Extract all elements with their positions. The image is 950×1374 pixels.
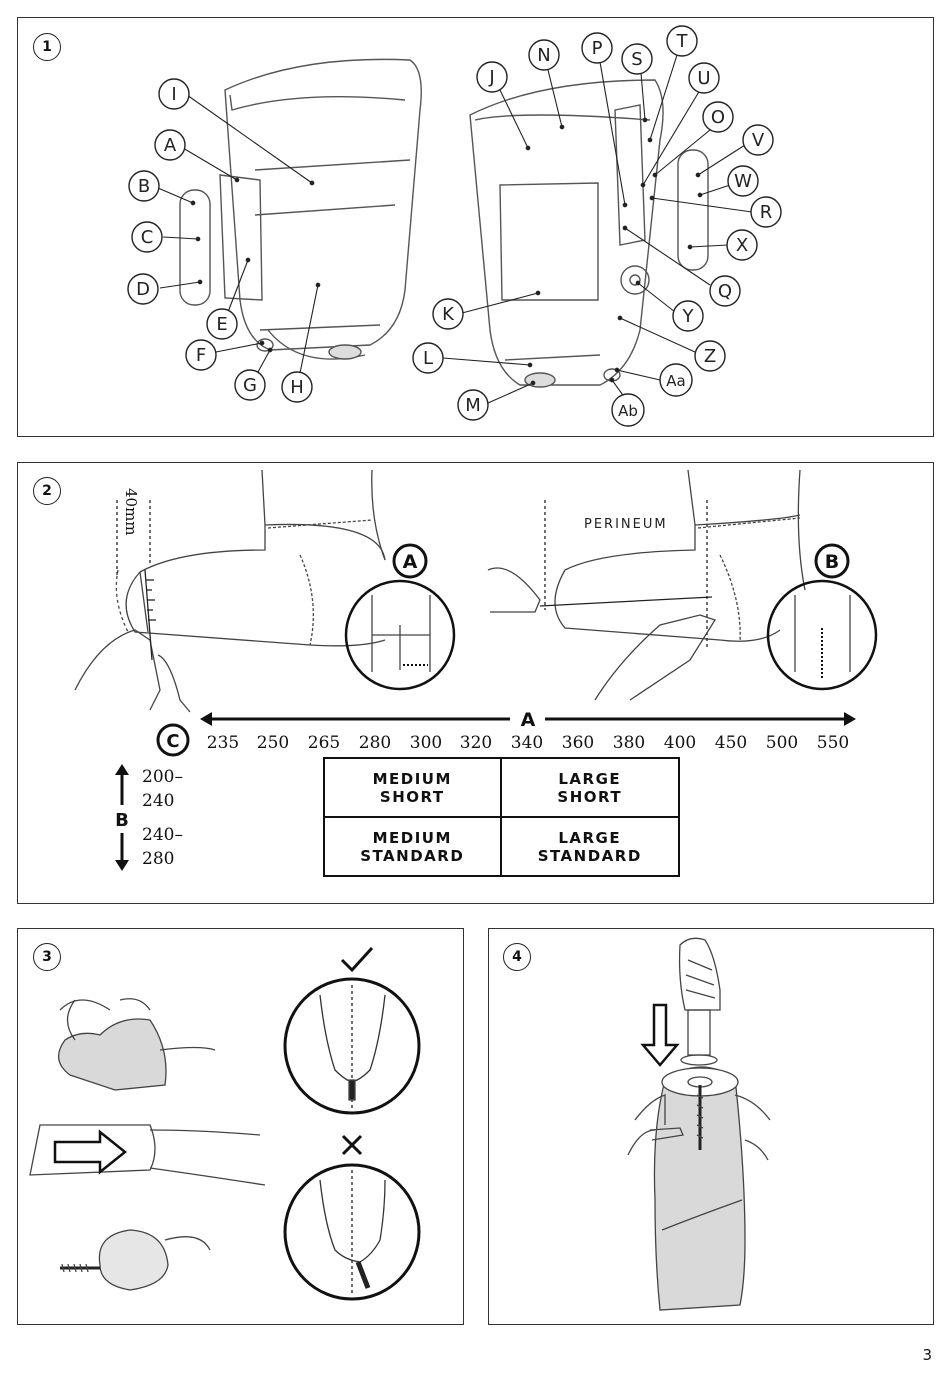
right-side-plate <box>677 149 709 271</box>
push-arrow <box>53 1129 128 1175</box>
label-E: E <box>216 314 227 335</box>
measure-40mm-label: 40mm <box>122 488 140 536</box>
page-number: 3 <box>922 1346 932 1364</box>
callout-a-circle <box>344 579 456 691</box>
incorrect-fit-circle <box>283 1163 421 1301</box>
label-G: G <box>243 375 257 396</box>
label-R: R <box>760 202 773 223</box>
callout-b-circle <box>766 579 878 691</box>
axis-c-label: C <box>166 731 179 752</box>
callout-b-letter: B <box>825 551 839 573</box>
panel-2-illustration: 40mm PERINEUM A B A C B 235 250 265 280 … <box>74 469 878 871</box>
down-arrow <box>640 1003 680 1067</box>
label-F: F <box>196 345 206 366</box>
shoe <box>678 937 721 1011</box>
right-thigh <box>687 469 801 526</box>
panel-3-illustration <box>29 946 421 1301</box>
a-value: 300 <box>410 733 442 753</box>
panel-3 <box>17 928 464 1325</box>
label-J: J <box>488 67 494 88</box>
panel-4-number: 4 <box>503 943 531 971</box>
size-cell-medium-standard: MEDIUM STANDARD <box>325 818 502 875</box>
pylon <box>687 1009 711 1056</box>
label-K: K <box>442 304 455 325</box>
a-value: 340 <box>511 733 543 753</box>
axis-c-circle <box>156 723 190 757</box>
label-B: B <box>138 176 150 197</box>
liner-being-rolled <box>29 1124 156 1176</box>
panel-1-illustration: I A B C D E F G H J N P S T U O V W R X … <box>127 25 782 427</box>
label-U: U <box>697 68 710 89</box>
label-H: H <box>290 377 304 398</box>
perineum-label: PERINEUM <box>584 517 668 532</box>
cross-icon <box>341 1134 363 1156</box>
size-table: MEDIUM SHORT LARGE SHORT MEDIUM STANDARD… <box>323 757 680 877</box>
callout-a-letter: A <box>403 551 418 573</box>
label-Y: Y <box>682 306 695 327</box>
liner-cap <box>98 1229 169 1291</box>
label-N: N <box>537 45 550 66</box>
label-M: M <box>465 395 481 416</box>
label-D: D <box>136 279 150 300</box>
panel-2-number: 2 <box>33 477 61 505</box>
size-cell-large-standard: LARGE STANDARD <box>537 828 642 865</box>
check-icon <box>340 946 374 973</box>
label-I: I <box>171 84 176 105</box>
panel-2 <box>17 462 934 904</box>
b-value-range-1: 200– 240 <box>142 767 183 811</box>
label-Ab: Ab <box>618 402 638 420</box>
rolled-liner <box>58 1018 167 1091</box>
a-value: 500 <box>766 733 798 753</box>
label-X: X <box>736 235 748 256</box>
label-V: V <box>752 130 765 151</box>
a-value: 235 <box>207 733 239 753</box>
a-value: 280 <box>359 733 391 753</box>
a-value: 400 <box>664 733 696 753</box>
label-S: S <box>631 49 642 70</box>
label-Q: Q <box>718 281 732 302</box>
right-socket-outline <box>469 79 664 386</box>
label-A: A <box>164 135 177 156</box>
label-Aa: Aa <box>666 372 685 390</box>
panel-4 <box>488 928 934 1325</box>
b-value-range-2: 240– 280 <box>142 825 183 869</box>
a-value: 550 <box>817 733 849 753</box>
a-value: 250 <box>257 733 289 753</box>
panel-1 <box>17 17 934 437</box>
correct-fit-circle <box>283 977 421 1115</box>
a-value: 360 <box>562 733 594 753</box>
a-value: 265 <box>308 733 340 753</box>
axis-a-label: A <box>521 709 536 731</box>
label-T: T <box>676 31 689 52</box>
label-C: C <box>141 227 154 248</box>
label-O: O <box>711 107 725 128</box>
label-L: L <box>423 348 433 369</box>
panel-4-illustration <box>627 937 771 1311</box>
a-value: 450 <box>715 733 747 753</box>
label-P: P <box>592 38 603 59</box>
size-cell-medium-short: MEDIUM SHORT <box>325 759 502 818</box>
left-side-plate <box>179 189 211 306</box>
a-value: 380 <box>613 733 645 753</box>
size-cell-large-short: LARGE SHORT <box>501 759 678 818</box>
panel-1-number: 1 <box>33 33 61 61</box>
label-W: W <box>734 171 752 192</box>
a-value: 320 <box>460 733 492 753</box>
axis-b-label: B <box>115 810 129 831</box>
panel-3-number: 3 <box>33 943 61 971</box>
label-Z: Z <box>704 346 716 367</box>
